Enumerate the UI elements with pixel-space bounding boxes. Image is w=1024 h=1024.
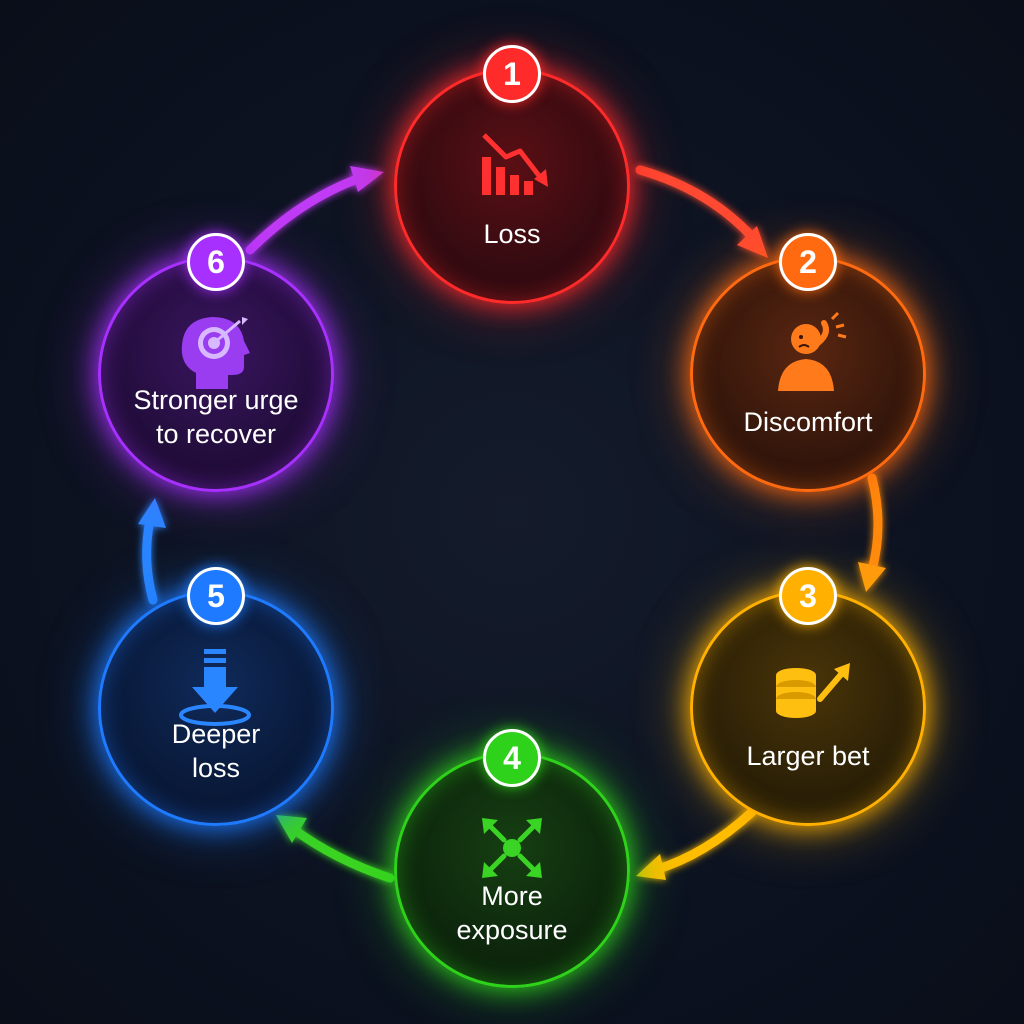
step-label-line: More — [481, 881, 543, 911]
step-label-line: Stronger urge — [133, 385, 299, 415]
arrowhead-3-to-4 — [636, 854, 666, 880]
head-target-icon — [166, 309, 266, 395]
step-number-badge: 4 — [483, 729, 541, 787]
step-number-badge: 3 — [779, 567, 837, 625]
step-number-badge: 1 — [483, 45, 541, 103]
arrowhead-1-to-2 — [737, 226, 768, 258]
step-label-line: Larger bet — [746, 741, 870, 771]
step-label-line: Deeper — [171, 719, 261, 749]
step-label-line: Loss — [483, 219, 541, 249]
step-number-badge: 6 — [187, 233, 245, 291]
arrow-4-to-5 — [287, 823, 395, 883]
step-node-more-exposure: 4 More exposure — [394, 729, 630, 988]
step-label: Discomfort — [703, 405, 913, 439]
arrow-1-to-2 — [635, 165, 760, 245]
arrow-6-to-1 — [245, 173, 365, 255]
step-label-line: to recover — [155, 419, 277, 449]
arrowhead-6-to-1 — [350, 166, 384, 192]
step-label: Stronger urge to recover — [111, 383, 321, 451]
arrowhead-4-to-5 — [276, 815, 307, 843]
step-node-deeper-loss: 5 Deeper loss — [98, 567, 334, 826]
step-label-line: exposure — [456, 915, 568, 945]
step-node-discomfort: 2 Discomfort — [690, 233, 926, 492]
step-label: Larger bet — [703, 739, 913, 773]
declining-chart-icon — [462, 121, 562, 207]
arrowhead-2-to-3 — [858, 562, 886, 592]
distressed-person-icon — [758, 309, 858, 395]
step-number-badge: 2 — [779, 233, 837, 291]
arrow-2-to-3 — [867, 473, 883, 575]
arrow-3-to-4 — [650, 807, 757, 875]
step-number-badge: 5 — [187, 567, 245, 625]
step-label: More exposure — [407, 879, 617, 947]
arrowhead-5-to-6 — [138, 498, 166, 528]
down-arrow-into-hole-icon — [166, 643, 266, 729]
step-label-line: Discomfort — [743, 407, 873, 437]
step-node-loss: 1 Loss — [394, 45, 630, 304]
step-label: Deeper loss — [111, 717, 321, 785]
coin-stack-up-arrow-icon — [758, 643, 858, 729]
step-label-line: loss — [191, 753, 240, 783]
step-node-stronger-urge: 6 Stronger urge to recover — [98, 233, 334, 492]
step-label: Loss — [407, 217, 617, 251]
step-node-larger-bet: 3 Larger bet — [690, 567, 926, 826]
expand-arrows-icon — [462, 805, 562, 891]
arrow-5-to-6 — [142, 515, 158, 605]
